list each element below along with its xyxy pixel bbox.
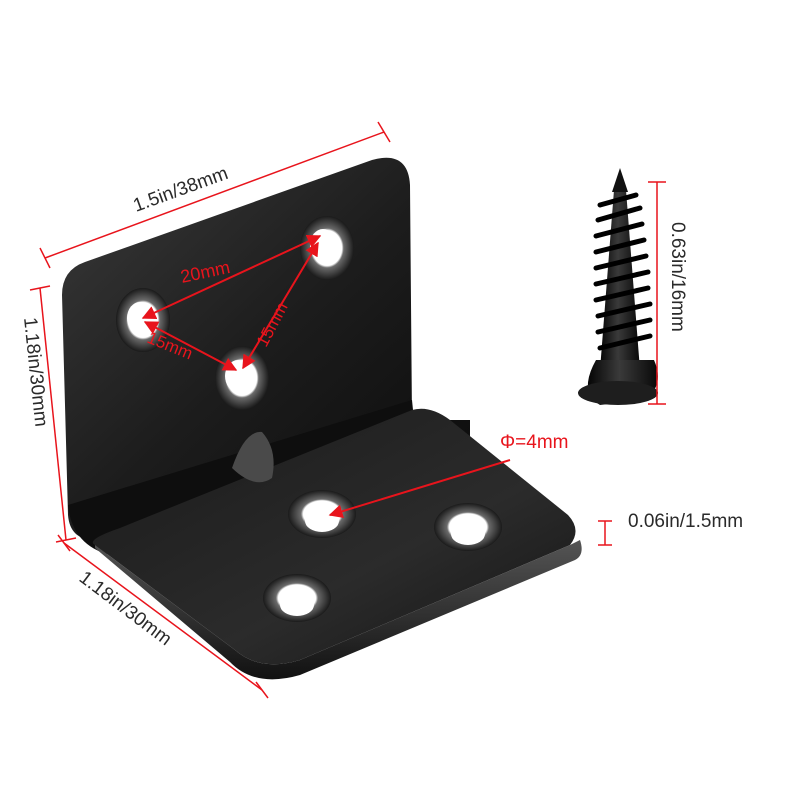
bracket-rib: [232, 431, 274, 483]
horizontal-hole-1: [288, 490, 356, 538]
screw: [578, 168, 658, 405]
screw-length-label: 0.63in/16mm: [667, 222, 688, 332]
width-top-label: 1.5in/38mm: [131, 163, 231, 217]
horizontal-hole-3: [263, 574, 331, 622]
hole-diameter-label: Φ=4mm: [500, 432, 568, 453]
height-left-label: 1.18in/30mm: [19, 316, 51, 427]
hole-spacing-arrows: [141, 234, 511, 519]
bracket-horizontal-face: [92, 408, 576, 665]
dimension-lines: [29, 121, 666, 699]
thickness-label: 0.06in/1.5mm: [628, 511, 743, 532]
bracket-edge: [95, 540, 582, 680]
horizontal-hole-2: [434, 503, 502, 551]
vertical-hole-right: [300, 216, 354, 280]
angle-bracket: [62, 157, 582, 680]
vertical-hole-bottom: [215, 346, 269, 410]
